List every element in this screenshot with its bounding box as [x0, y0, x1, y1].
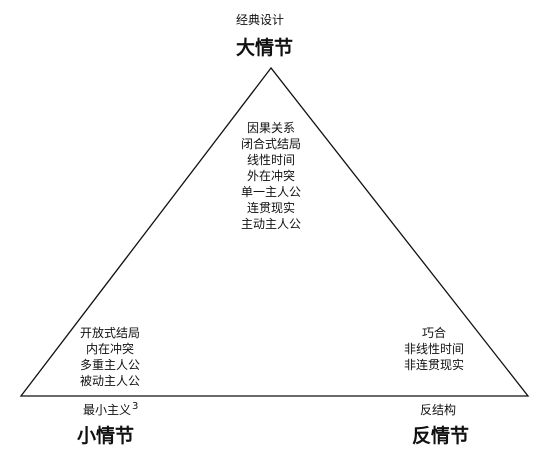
- left-footnote-marker: 3: [132, 401, 139, 412]
- list-item: 内在冲突: [85, 342, 134, 356]
- triangle-outline: [19, 66, 530, 397]
- list-item: 多重主人公: [79, 358, 140, 372]
- top-items-list: 因果关系 闭合式结局 线性时间 外在冲突 单一主人公 连贯现实 主动主人公: [211, 120, 331, 232]
- list-item: 开放式结局: [79, 326, 140, 340]
- left-subtitle-text: 最小主义: [83, 403, 132, 417]
- list-item: 非线性时间: [403, 342, 464, 356]
- list-item: 因果关系: [246, 121, 295, 135]
- list-item: 线性时间: [246, 153, 295, 167]
- list-item: 单一主人公: [240, 185, 301, 199]
- list-item: 非连贯现实: [403, 358, 464, 372]
- top-subtitle: 经典设计: [236, 13, 285, 27]
- left-title: 小情节: [77, 425, 135, 447]
- list-item: 连贯现实: [246, 201, 295, 215]
- list-item: 主动主人公: [240, 217, 301, 231]
- list-item: 被动主人公: [79, 374, 140, 388]
- top-title: 大情节: [236, 37, 294, 59]
- left-subtitle: 最小主义3: [83, 401, 138, 418]
- left-items-list: 开放式结局 内在冲突 多重主人公 被动主人公: [62, 325, 158, 389]
- list-item: 外在冲突: [246, 169, 295, 183]
- right-items-list: 巧合 非线性时间 非连贯现实: [386, 325, 482, 373]
- right-title: 反情节: [412, 425, 470, 447]
- right-subtitle: 反结构: [420, 403, 457, 417]
- list-item: 闭合式结局: [240, 137, 301, 151]
- list-item: 巧合: [421, 326, 446, 340]
